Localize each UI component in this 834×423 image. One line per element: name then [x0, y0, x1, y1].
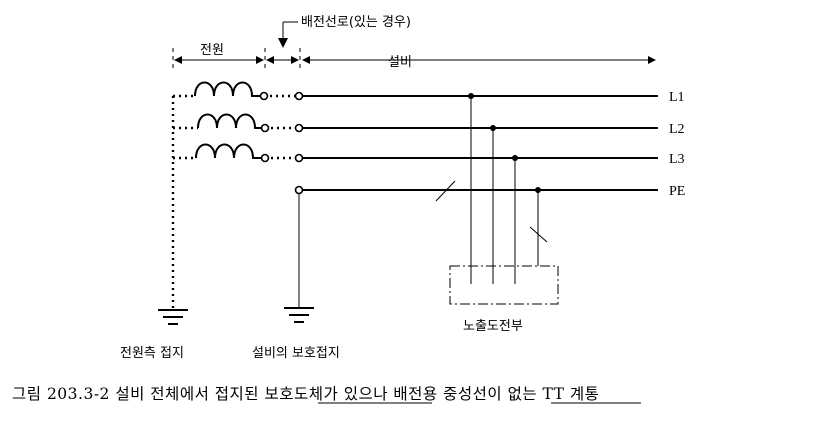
terminal-label-l1: L1: [669, 90, 685, 105]
distribution-span-arrow: [266, 56, 299, 64]
source-winding-2: [197, 113, 261, 129]
installation-terminal-l3: [294, 153, 304, 163]
source-earth-symbol: [158, 309, 188, 325]
exposed-parts-label: 노출도전부: [463, 319, 523, 334]
source-terminal-2: [260, 123, 270, 133]
installation-earth-symbol: [284, 307, 314, 323]
source-terminal-1: [259, 91, 269, 101]
installation-span-arrow: [302, 56, 656, 64]
terminal-label-l3: L3: [669, 152, 685, 167]
source-terminal-3: [260, 153, 270, 163]
installation-terminal-pe: [294, 185, 304, 195]
source-winding-1: [194, 81, 260, 97]
installation-earth-label: 설비의 보호접지: [252, 346, 340, 361]
source-winding-3: [195, 143, 261, 159]
pe-dropper-slash-mark: [529, 226, 548, 243]
terminal-label-pe: PE: [669, 184, 685, 199]
distribution-line-arrow: [278, 21, 298, 48]
source-span-arrow: [174, 56, 264, 64]
installation-terminal-l1: [294, 91, 304, 101]
exposed-parts-enclosure: [449, 265, 559, 305]
source-earth-label: 전원측 접지: [120, 346, 184, 361]
source-label: 전원: [200, 43, 224, 58]
distribution-line-label: 배전선로(있는 경우): [301, 15, 411, 30]
installation-label: 설비: [388, 55, 412, 70]
terminal-label-l2: L2: [669, 122, 685, 137]
figure-caption: 그림 203.3-2 설비 전체에서 접지된 보호도체가 있으나 배전용 중성선…: [12, 385, 599, 403]
installation-terminal-l2: [294, 123, 304, 133]
pe-slash-mark: [435, 180, 456, 202]
